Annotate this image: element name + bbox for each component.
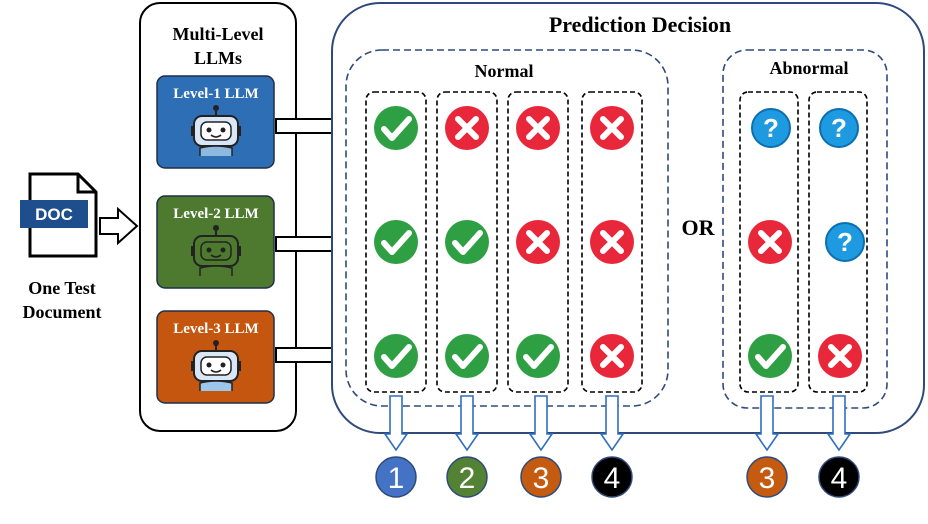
normal-column-1	[365, 91, 427, 393]
cross-icon	[516, 220, 560, 264]
abnormal-column-1: ?	[739, 91, 799, 393]
down-arrow	[826, 395, 852, 452]
llm-level-3-box: Level-3 LLM	[156, 310, 275, 404]
abnormal-label: Abnormal	[769, 58, 848, 78]
svg-text:?: ?	[763, 113, 779, 143]
outcome-4: 4	[591, 395, 633, 498]
outcome-2: 2	[446, 395, 488, 498]
check-icon	[374, 106, 418, 150]
question-icon: ?	[819, 108, 859, 148]
cross-icon	[818, 334, 862, 378]
llm-level-1-box: Level-1 LLM	[156, 75, 275, 169]
or-label: OR	[682, 215, 716, 240]
doc-badge	[20, 200, 88, 228]
cross-icon	[590, 220, 634, 264]
outcome-number: 1	[388, 462, 405, 495]
cross-icon	[516, 106, 560, 150]
outcome-5: 3	[746, 395, 788, 498]
check-icon	[374, 220, 418, 264]
document-icon: DOC	[20, 172, 98, 258]
outcome-circle	[746, 456, 788, 498]
llm-level-2-box: Level-2 LLM	[156, 195, 275, 289]
llm-panel-title-line1: Multi-Level	[173, 24, 264, 44]
prediction-panel-title: Prediction Decision	[549, 12, 731, 37]
llm-level-2-label: Level-2 LLM	[173, 206, 258, 222]
abnormal-column-2: ??	[808, 91, 868, 393]
down-arrow	[754, 395, 780, 452]
outcome-number: 4	[604, 462, 621, 495]
check-icon	[516, 334, 560, 378]
question-icon: ?	[751, 108, 791, 148]
cross-icon	[590, 334, 634, 378]
outcome-6: 4	[818, 395, 860, 498]
check-icon	[445, 334, 489, 378]
normal-group	[345, 49, 669, 407]
doc-caption-line1: One Test	[28, 278, 96, 298]
doc-caption-line2: Document	[23, 302, 102, 322]
cross-icon	[748, 220, 792, 264]
outcome-circle	[446, 456, 488, 498]
svg-text:?: ?	[837, 227, 853, 257]
abnormal-group	[722, 49, 888, 409]
llm-level-3-label: Level-3 LLM	[173, 321, 258, 337]
robot-icon	[191, 340, 241, 391]
down-arrow	[599, 395, 625, 452]
outcome-3: 3	[520, 395, 562, 498]
llm-panel-title-line2: LLMs	[194, 48, 242, 68]
normal-column-2	[436, 91, 498, 393]
svg-text:?: ?	[831, 113, 847, 143]
cross-icon	[445, 106, 489, 150]
outcome-circle	[818, 456, 860, 498]
outcome-number: 3	[759, 462, 776, 495]
outcome-number: 4	[831, 462, 848, 495]
outcome-number: 3	[533, 462, 550, 495]
normal-column-3	[507, 91, 569, 393]
doc-to-llm-arrow	[99, 206, 139, 246]
doc-badge-text: DOC	[35, 205, 73, 224]
llm-level-1-label: Level-1 LLM	[173, 86, 258, 102]
check-icon	[748, 334, 792, 378]
robot-icon	[191, 225, 241, 276]
question-icon: ?	[825, 222, 865, 262]
outcome-circle	[520, 456, 562, 498]
check-icon	[374, 334, 418, 378]
cross-icon	[590, 106, 634, 150]
normal-column-4	[581, 91, 643, 393]
down-arrow	[528, 395, 554, 452]
outcome-1: 1	[375, 395, 417, 498]
outcome-circle	[591, 456, 633, 498]
check-icon	[445, 220, 489, 264]
down-arrow	[383, 395, 409, 452]
normal-label: Normal	[475, 61, 534, 81]
outcome-circle	[375, 456, 417, 498]
outcome-number: 2	[459, 462, 476, 495]
down-arrow	[454, 395, 480, 452]
robot-icon	[191, 105, 241, 156]
